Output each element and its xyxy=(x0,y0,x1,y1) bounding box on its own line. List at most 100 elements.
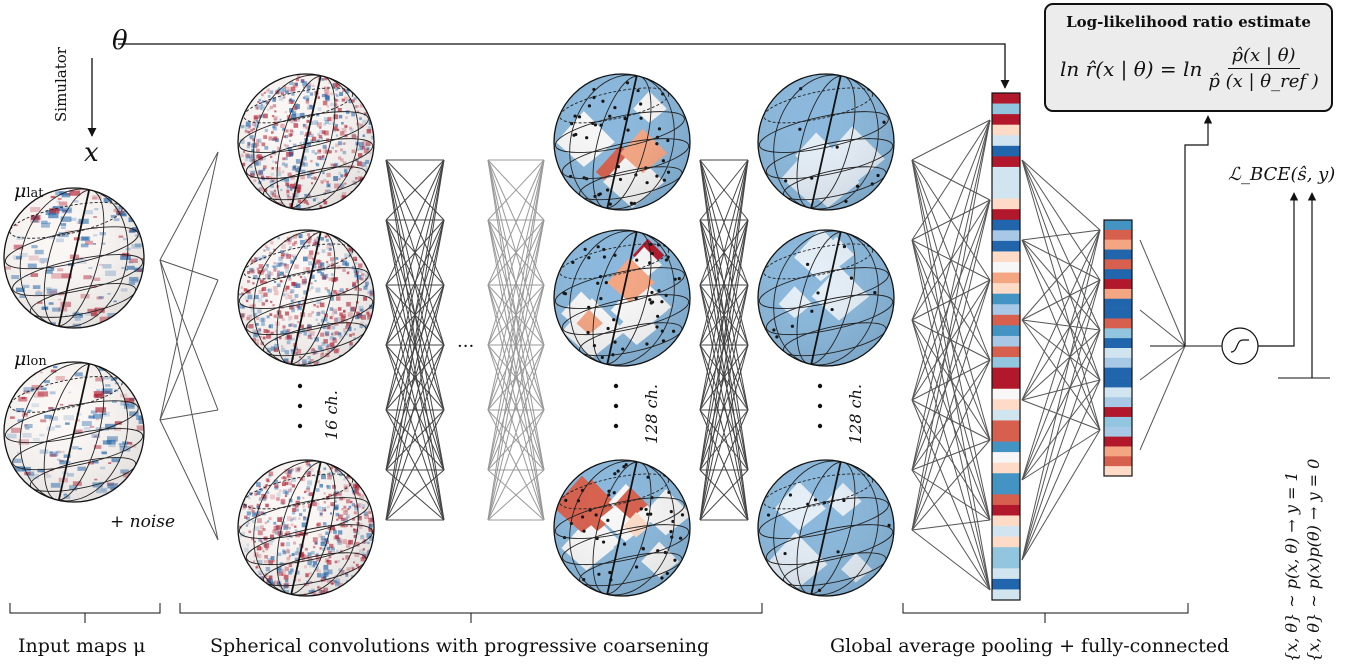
vector-cell xyxy=(992,251,1020,263)
dot-3-3 xyxy=(817,423,823,429)
vector-cell xyxy=(1104,239,1132,250)
vector-cell xyxy=(1104,397,1132,408)
vector-cell xyxy=(992,325,1020,337)
caption-input-maps: Input maps μ xyxy=(18,635,146,657)
vector-cell xyxy=(992,335,1020,347)
conv-sphere-1-3 xyxy=(237,459,375,597)
vector-cell xyxy=(992,209,1020,221)
vector-cell xyxy=(992,124,1020,136)
mu-lat-label: μlat xyxy=(14,180,44,202)
vector-cell xyxy=(992,409,1020,421)
vector-border xyxy=(1103,219,1133,477)
vector-cell xyxy=(1104,288,1132,300)
vector-cell xyxy=(1104,426,1132,437)
vector-cell xyxy=(992,314,1020,326)
vector-cell xyxy=(992,441,1020,453)
vector-cell xyxy=(1104,436,1132,447)
conv-spheres xyxy=(237,73,895,597)
vector-cell xyxy=(992,420,1020,432)
conv-sphere-3-2 xyxy=(757,229,895,367)
conv-sphere-1-1 xyxy=(237,73,375,211)
vector-cell xyxy=(992,547,1020,559)
vector-cell xyxy=(992,483,1020,495)
channel-label-1: 16 ch. xyxy=(322,390,341,440)
bundle-conv-2 xyxy=(487,159,545,521)
vector-cell xyxy=(992,188,1020,199)
vector-cell xyxy=(992,462,1020,474)
vector-cell xyxy=(1104,466,1132,477)
estimate-numerator: p̂(x | θ) xyxy=(1227,45,1300,69)
marginal-sample-label: {x, θ} ∼ p(x)p(θ) → y = 0 xyxy=(1304,458,1323,662)
estimate-fraction: p̂(x | θ) p̂ (x | θ_ref ) xyxy=(1208,45,1318,92)
vector-cell xyxy=(1104,416,1132,428)
vector-cell xyxy=(992,378,1020,390)
vector-cell xyxy=(1104,220,1132,231)
vector-cell xyxy=(992,494,1020,506)
dot-3-2 xyxy=(817,403,823,409)
vector-cell xyxy=(1104,229,1132,240)
sigmoid-node xyxy=(1221,327,1259,365)
vector-cell xyxy=(992,166,1020,178)
layer-connections xyxy=(159,119,1186,591)
vector-cell xyxy=(1104,357,1132,368)
dot-1-2 xyxy=(297,403,303,409)
vector-cell xyxy=(992,135,1020,147)
pooled-feature-vector xyxy=(991,92,1021,601)
dot-2-1 xyxy=(613,383,619,389)
vector-cell xyxy=(992,431,1020,442)
vector-cell xyxy=(1104,328,1132,339)
dot-1-3 xyxy=(297,423,303,429)
vector-cell xyxy=(1104,249,1132,260)
sphere-mu-lon xyxy=(3,361,145,503)
vector-cell xyxy=(992,526,1020,537)
vector-cell xyxy=(992,198,1020,210)
likelihood-ratio-box: Log-likelihood ratio estimate ln r̂(x | … xyxy=(1044,3,1333,112)
vector-cell xyxy=(992,283,1020,294)
joint-sample-label: {x, θ} ∼ p(x, θ) → y = 1 xyxy=(1282,471,1301,662)
vector-cell xyxy=(992,367,1020,379)
vector-cell xyxy=(992,293,1020,305)
vector-cell xyxy=(1104,407,1132,418)
ratio-arrow xyxy=(1184,115,1213,346)
vector-cell xyxy=(992,230,1020,242)
bundle-pool xyxy=(911,119,991,591)
conv-sphere-3-3 xyxy=(757,459,895,597)
channel-label-2: 128 ch. xyxy=(642,384,661,444)
loss-label: ℒ_BCE(ŝ, y) xyxy=(1228,164,1336,185)
vector-cell xyxy=(992,177,1020,189)
fc-feature-vector xyxy=(1103,219,1133,477)
vector-cell xyxy=(992,515,1020,527)
channel-ellipsis-dots xyxy=(297,383,823,429)
vector-cell xyxy=(992,156,1020,168)
vector-cell xyxy=(1104,308,1132,319)
vector-cell xyxy=(1104,348,1132,359)
bundle-fc xyxy=(1021,159,1101,561)
mu-lon-label: μlon xyxy=(14,348,47,370)
vector-cell xyxy=(992,346,1020,358)
conv-sphere-1-2 xyxy=(237,229,375,367)
channel-label-3: 128 ch. xyxy=(846,384,865,444)
estimate-title: Log-likelihood ratio estimate xyxy=(1066,13,1311,31)
vector-cell xyxy=(992,473,1020,485)
sigmoid-icon xyxy=(1230,339,1249,353)
vector-cell xyxy=(992,536,1020,548)
vector-cell xyxy=(1104,387,1132,398)
dot-3-1 xyxy=(817,383,823,389)
conv-sphere-3-1 xyxy=(757,73,895,211)
vector-cell xyxy=(992,145,1020,157)
conv-sphere-2-1 xyxy=(553,73,691,211)
vector-cell xyxy=(1104,338,1132,349)
bundle-conv-1 xyxy=(385,159,445,521)
estimate-lhs: ln r̂(x | θ) = ln xyxy=(1060,56,1203,81)
dot-2-2 xyxy=(613,403,619,409)
vector-border xyxy=(991,92,1021,601)
vector-cell xyxy=(1104,456,1132,467)
vector-cell xyxy=(992,589,1020,601)
vector-cell xyxy=(992,262,1020,273)
dot-1-1 xyxy=(297,383,303,389)
layer-ellipsis: ··· xyxy=(457,336,475,357)
noise-label: + noise xyxy=(110,512,176,532)
simulator-label: Simulator xyxy=(52,47,70,122)
vector-cell xyxy=(992,452,1020,463)
